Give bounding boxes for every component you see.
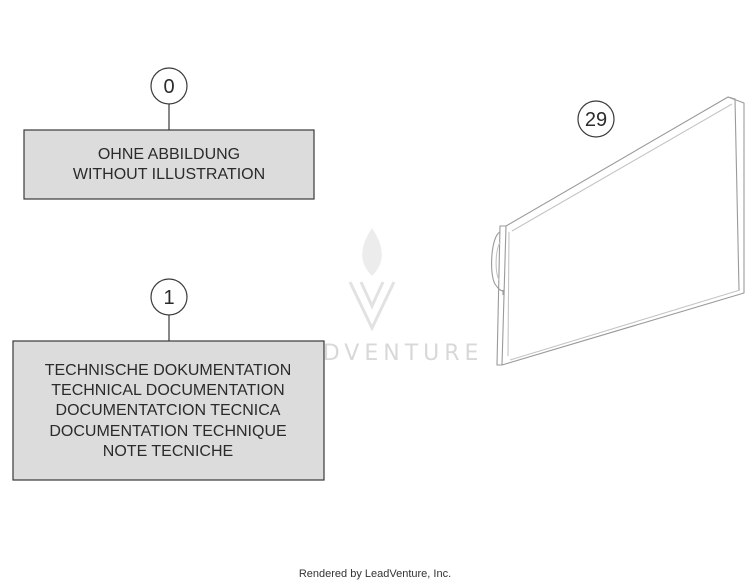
- box1-line1: TECHNISCHE DOKUMENTATION: [45, 362, 292, 379]
- box0-line1: OHNE ABBILDUNG: [98, 146, 240, 163]
- callout-1[interactable]: 1: [150, 278, 188, 316]
- callout-1-label: 1: [163, 287, 174, 309]
- footer-credit: Rendered by LeadVenture, Inc.: [298, 568, 452, 580]
- parts-diagram: LEADVENTURE 0 OHNE ABBILDUNG WITHOUT ILL…: [12, 67, 745, 481]
- callout-0[interactable]: 0: [150, 67, 188, 105]
- watermark-logo-icon: [348, 228, 396, 332]
- without-illustration-box: OHNE ABBILDUNG WITHOUT ILLUSTRATION: [23, 129, 315, 200]
- callout-0-label: 0: [163, 76, 174, 98]
- box1-line3: DOCUMENTATCION TECNICA: [56, 402, 281, 419]
- box1-line2: TECHNICAL DOCUMENTATION: [51, 382, 284, 399]
- box1-line5: NOTE TECNICHE: [103, 443, 233, 460]
- box1-line4: DOCUMENTATION TECHNIQUE: [49, 423, 286, 440]
- callout-29-label: 29: [585, 109, 607, 131]
- technical-documentation-box: TECHNISCHE DOKUMENTATION TECHNICAL DOCUM…: [12, 340, 325, 481]
- document-sleeve-part-29[interactable]: [491, 96, 745, 366]
- callout-29[interactable]: 29: [577, 100, 615, 138]
- box0-line2: WITHOUT ILLUSTRATION: [73, 166, 265, 183]
